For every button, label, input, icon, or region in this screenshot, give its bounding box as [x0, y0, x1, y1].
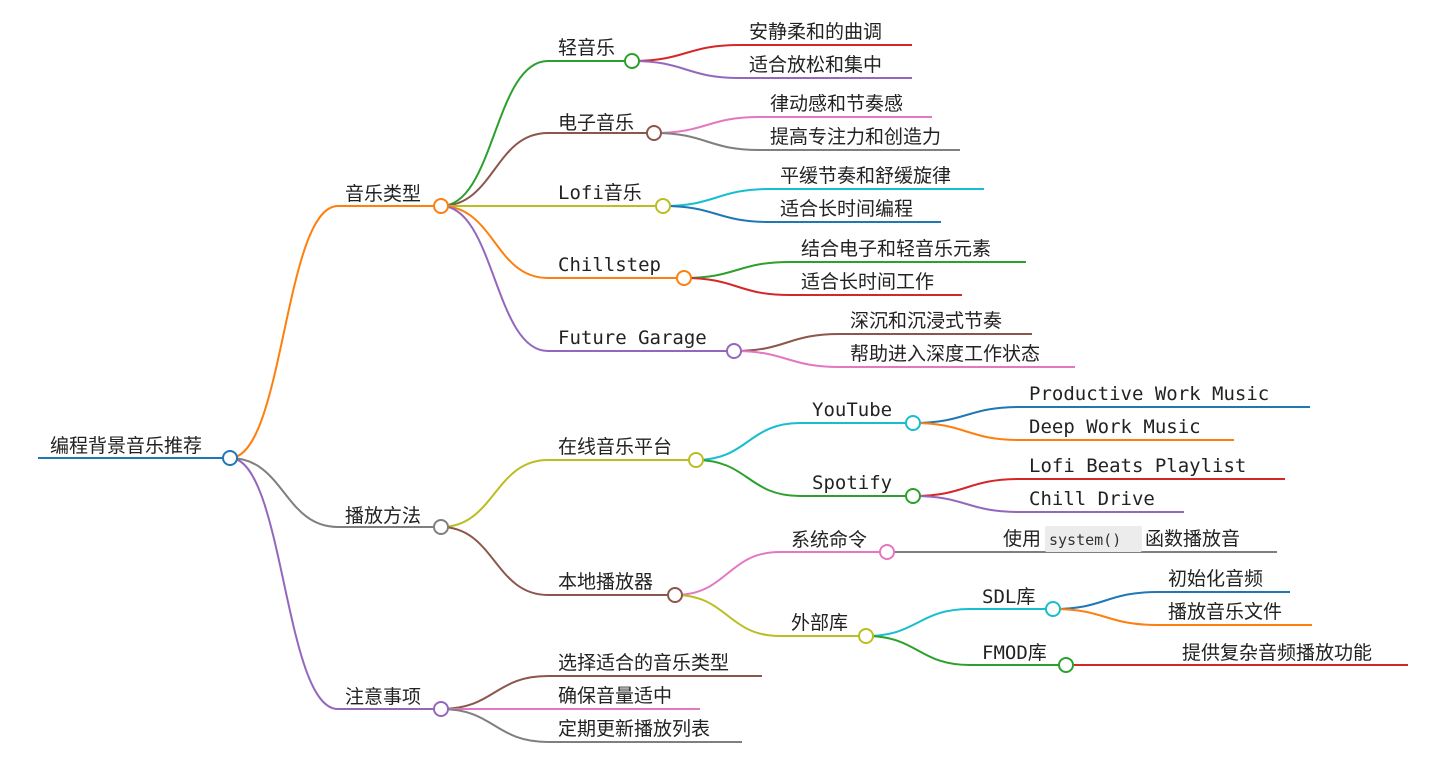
edge-32: [1052, 591, 1159, 610]
edge-3: [229, 457, 339, 710]
edge-31: [865, 635, 971, 666]
leaf-long-coding[interactable]: 适合长时间编程: [780, 198, 913, 220]
edge-15: [683, 261, 791, 279]
edge-19: [440, 459, 549, 528]
leaf-gentle-melody[interactable]: 平缓节奏和舒缓旋律: [780, 165, 951, 187]
labels-layer: 编程背景音乐推荐 音乐类型 播放方法 注意事项 轻音乐 电子音乐 Lofi音乐 …: [50, 21, 1372, 740]
topic-sdl-library[interactable]: SDL库: [982, 586, 1035, 608]
leaf-deep-work-music[interactable]: Deep Work Music: [1029, 416, 1201, 438]
node-circle-7: [676, 270, 692, 286]
leaf-system-call-post[interactable]: 函数播放音: [1145, 528, 1240, 550]
topic-local-player[interactable]: 本地播放器: [558, 571, 653, 593]
edge-13: [662, 188, 771, 207]
topic-spotify[interactable]: Spotify: [812, 472, 892, 494]
node-circle-8: [726, 343, 742, 359]
topic-electronic-music[interactable]: 电子音乐: [558, 112, 634, 134]
edge-30: [865, 608, 971, 637]
edges-layer: [229, 44, 1160, 743]
edge-20: [440, 526, 549, 596]
leaf-electronic-light-mix[interactable]: 结合电子和轻音乐元素: [801, 238, 991, 260]
edge-22: [695, 459, 801, 497]
topic-fmod-library[interactable]: FMOD库: [982, 642, 1047, 664]
leaf-lofi-beats-playlist[interactable]: Lofi Beats Playlist: [1029, 455, 1246, 477]
node-circle-19: [688, 452, 704, 468]
node-circle-31: [1058, 657, 1074, 673]
node-circle-27: [879, 544, 895, 560]
leaf-moderate-volume[interactable]: 确保音量适中: [558, 685, 672, 707]
edge-26: [912, 495, 1021, 513]
topic-notes[interactable]: 注意事项: [345, 686, 421, 708]
leaf-system-call-pre[interactable]: 使用: [1003, 528, 1041, 550]
edge-14: [662, 205, 771, 223]
edge-37: [440, 708, 549, 743]
edge-11: [653, 116, 761, 134]
edge-12: [653, 132, 761, 151]
edge-5: [440, 132, 549, 207]
node-circle-20: [667, 587, 683, 603]
edge-21: [695, 422, 801, 461]
underlines-layer: [38, 44, 1408, 743]
topic-system-command[interactable]: 系统命令: [791, 529, 867, 551]
leaf-productive-work-music[interactable]: Productive Work Music: [1029, 383, 1269, 405]
node-circle-28: [858, 628, 874, 644]
edge-27: [674, 551, 781, 596]
topic-playback-methods[interactable]: 播放方法: [345, 505, 421, 527]
leaf-system-call-code[interactable]: system(): [1049, 531, 1121, 549]
leaf-relax-focus[interactable]: 适合放松和集中: [749, 54, 882, 76]
edge-4: [440, 60, 549, 207]
nodes-layer: [222, 53, 1074, 717]
leaf-focus-creativity[interactable]: 提高专注力和创造力: [770, 126, 941, 148]
topic-youtube[interactable]: YouTube: [812, 399, 892, 421]
node-circle-5: [646, 125, 662, 141]
leaf-chill-drive[interactable]: Chill Drive: [1029, 488, 1155, 510]
edge-24: [912, 422, 1021, 441]
leaf-play-music-file[interactable]: 播放音乐文件: [1168, 601, 1282, 623]
topic-future-garage[interactable]: Future Garage: [558, 327, 707, 349]
edge-8: [440, 205, 549, 352]
edge-9: [631, 44, 741, 62]
topic-online-platforms[interactable]: 在线音乐平台: [558, 436, 672, 458]
leaf-update-playlist[interactable]: 定期更新播放列表: [558, 718, 710, 740]
topic-external-library[interactable]: 外部库: [791, 612, 848, 634]
leaf-rhythm-groove[interactable]: 律动感和节奏感: [770, 93, 903, 115]
edge-25: [912, 478, 1021, 497]
node-circle-30: [1045, 601, 1061, 617]
leaf-deep-immersive-rhythm[interactable]: 深沉和沉浸式节奏: [850, 310, 1002, 332]
node-circle-2: [433, 519, 449, 535]
code-background: [1045, 526, 1142, 552]
topic-chillstep[interactable]: Chillstep: [558, 254, 661, 276]
edge-23: [912, 406, 1021, 424]
edge-17: [733, 333, 841, 352]
node-circle-4: [624, 53, 640, 69]
edge-1: [229, 205, 339, 459]
edge-28: [674, 594, 781, 637]
node-circle-1: [433, 198, 449, 214]
node-circle-3: [433, 701, 449, 717]
node-circle-0: [222, 450, 238, 466]
edge-18: [733, 350, 841, 368]
edge-33: [1052, 608, 1159, 626]
leaf-complex-audio-playback[interactable]: 提供复杂音频播放功能: [1182, 642, 1372, 664]
node-circle-22: [905, 488, 921, 504]
topic-music-types[interactable]: 音乐类型: [345, 183, 421, 205]
topic-lofi-music[interactable]: Lofi音乐: [558, 182, 642, 204]
leaf-long-work[interactable]: 适合长时间工作: [801, 271, 934, 293]
edge-7: [440, 205, 549, 279]
edge-35: [440, 675, 549, 710]
leaf-quiet-soft-tunes[interactable]: 安静柔和的曲调: [749, 21, 882, 43]
node-circle-21: [905, 415, 921, 431]
edge-2: [229, 457, 339, 528]
edge-16: [683, 277, 791, 296]
leaf-choose-music-type[interactable]: 选择适合的音乐类型: [558, 652, 729, 674]
root-topic[interactable]: 编程背景音乐推荐: [50, 435, 202, 457]
node-circle-6: [655, 198, 671, 214]
edge-10: [631, 60, 741, 79]
topic-light-music[interactable]: 轻音乐: [558, 37, 615, 59]
leaf-deep-work-state[interactable]: 帮助进入深度工作状态: [850, 343, 1040, 365]
leaf-init-audio[interactable]: 初始化音频: [1168, 568, 1263, 590]
